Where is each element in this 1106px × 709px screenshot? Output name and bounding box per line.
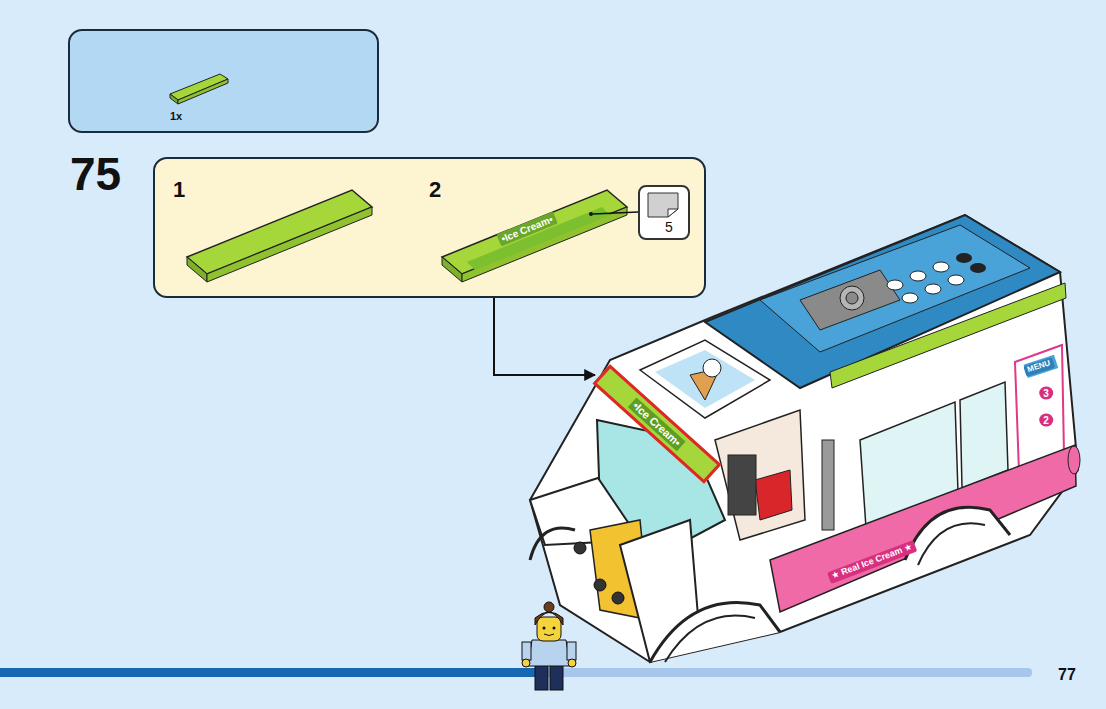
illustration-shape xyxy=(544,634,554,636)
highlight-outline: •Ice Cream• xyxy=(593,364,722,484)
illustration-shape xyxy=(530,528,575,560)
illustration-shape xyxy=(755,470,792,520)
substep-number: 2 xyxy=(429,179,441,201)
step-arrow xyxy=(494,298,595,375)
illustration-shape xyxy=(655,350,755,408)
illustration-shape xyxy=(522,642,531,660)
illustration-shape xyxy=(822,440,834,530)
illustration-shape xyxy=(553,627,556,630)
illustration-shape xyxy=(528,640,570,666)
illustration-shape xyxy=(918,523,985,565)
menu-price: 2 xyxy=(1039,414,1053,427)
illustration-shape xyxy=(1068,446,1080,474)
illustration-shape xyxy=(535,664,548,690)
illustration-shape xyxy=(770,445,1076,612)
illustration-shape xyxy=(970,263,986,273)
illustration-shape xyxy=(956,253,986,273)
illustration-shape xyxy=(933,262,949,272)
substep-number: 1 xyxy=(173,179,185,201)
illustration-shape xyxy=(905,507,1010,560)
menu-text: MENU xyxy=(1023,357,1054,376)
illustration-shape xyxy=(887,262,964,303)
highlighted-part: •Ice Cream• xyxy=(595,362,720,487)
plate-image xyxy=(187,190,372,282)
illustration-shape xyxy=(567,642,576,660)
sticker-text: •Ice Cream• xyxy=(628,397,686,451)
illustration-shape xyxy=(535,612,563,625)
sticker-text: ★ Real Ice Cream ★ xyxy=(827,540,917,584)
step-number: 75 xyxy=(70,151,121,197)
illustration-shape xyxy=(800,270,900,330)
callout-number: 5 xyxy=(665,220,673,234)
illustration-shape xyxy=(760,225,1030,352)
illustration-shape xyxy=(830,283,1066,388)
illustration-shape xyxy=(665,616,755,662)
illustration-shape xyxy=(846,292,858,304)
sticker-callout: 5 xyxy=(638,185,690,240)
illustration-shape xyxy=(537,617,561,641)
illustration-shape xyxy=(910,271,926,281)
illustration-shape xyxy=(0,668,545,677)
illustration-shape xyxy=(522,602,576,690)
illustration-shape xyxy=(840,286,864,310)
illustration-shape xyxy=(728,455,756,515)
leader-line xyxy=(593,212,638,214)
illustration-shape xyxy=(1024,355,1059,378)
illustration-shape xyxy=(543,627,546,630)
illustration-shape xyxy=(574,542,624,604)
parts-list-box: 1x xyxy=(68,29,379,133)
illustration-shape xyxy=(568,659,576,667)
illustration-shape xyxy=(550,664,563,690)
illustration-shape xyxy=(956,253,972,263)
illustration-shape xyxy=(960,382,1008,488)
illustration-shape xyxy=(612,592,624,604)
page-number: 77 xyxy=(1058,666,1076,684)
illustration-shape xyxy=(640,340,770,418)
step-panel: 75125 xyxy=(153,157,706,298)
illustration-shape xyxy=(948,275,964,285)
illustration-shape xyxy=(574,542,586,554)
part-image xyxy=(70,31,381,135)
illustration-shape xyxy=(540,668,1032,677)
sticker-text: •Ice Cream• xyxy=(496,212,557,247)
menu-price: 3 xyxy=(1039,387,1053,400)
illustration-shape xyxy=(544,602,554,612)
illustration-shape xyxy=(594,579,606,591)
illustration-shape xyxy=(703,359,721,377)
illustration-shape xyxy=(715,410,805,540)
illustration-shape xyxy=(902,293,918,303)
leader-dot xyxy=(589,212,593,216)
illustration-shape xyxy=(522,659,530,667)
plate-image xyxy=(442,190,627,282)
illustration-shape xyxy=(650,602,780,662)
illustration-shape xyxy=(925,284,941,294)
illustration-shape xyxy=(887,280,903,290)
part-count: 1x xyxy=(170,111,182,122)
